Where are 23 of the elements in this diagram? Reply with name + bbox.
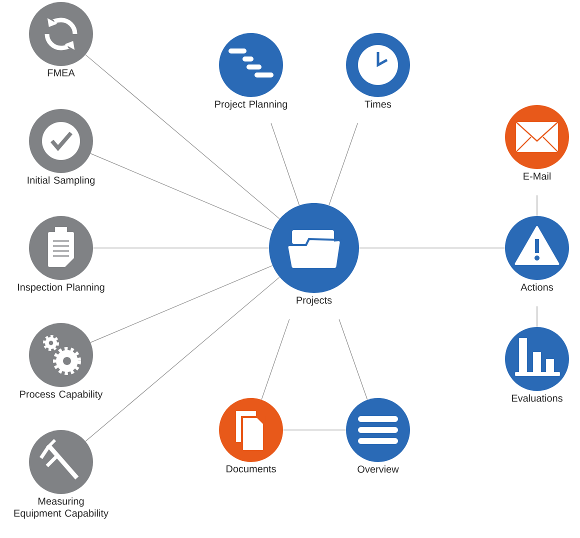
node-label: Measuring Equipment Capability — [14, 497, 108, 519]
node-label: Process Capability — [20, 390, 103, 400]
node-label: FMEA — [48, 69, 75, 76]
connector-line — [85, 276, 280, 442]
node-label: Overview — [358, 465, 399, 473]
connector-line — [536, 306, 538, 328]
connector-line — [90, 153, 273, 231]
connector-line — [328, 122, 358, 206]
node-label: Evaluations — [512, 394, 562, 402]
node-label: Inspection Planning — [18, 283, 104, 293]
node-label: Actions — [520, 283, 554, 291]
connector-line — [85, 54, 280, 220]
connector-line — [261, 318, 290, 400]
node-label: Projects — [296, 296, 332, 306]
node-label: E-Mail — [524, 172, 550, 180]
node-label: Documents — [226, 465, 276, 472]
connector-line — [338, 318, 368, 400]
node-label: Project Planning — [215, 100, 288, 110]
connector-line — [270, 122, 300, 206]
connector-line — [90, 265, 273, 343]
connector-line — [536, 194, 538, 216]
node-label: Initial Sampling — [28, 176, 95, 186]
node-label: Times — [364, 100, 392, 108]
